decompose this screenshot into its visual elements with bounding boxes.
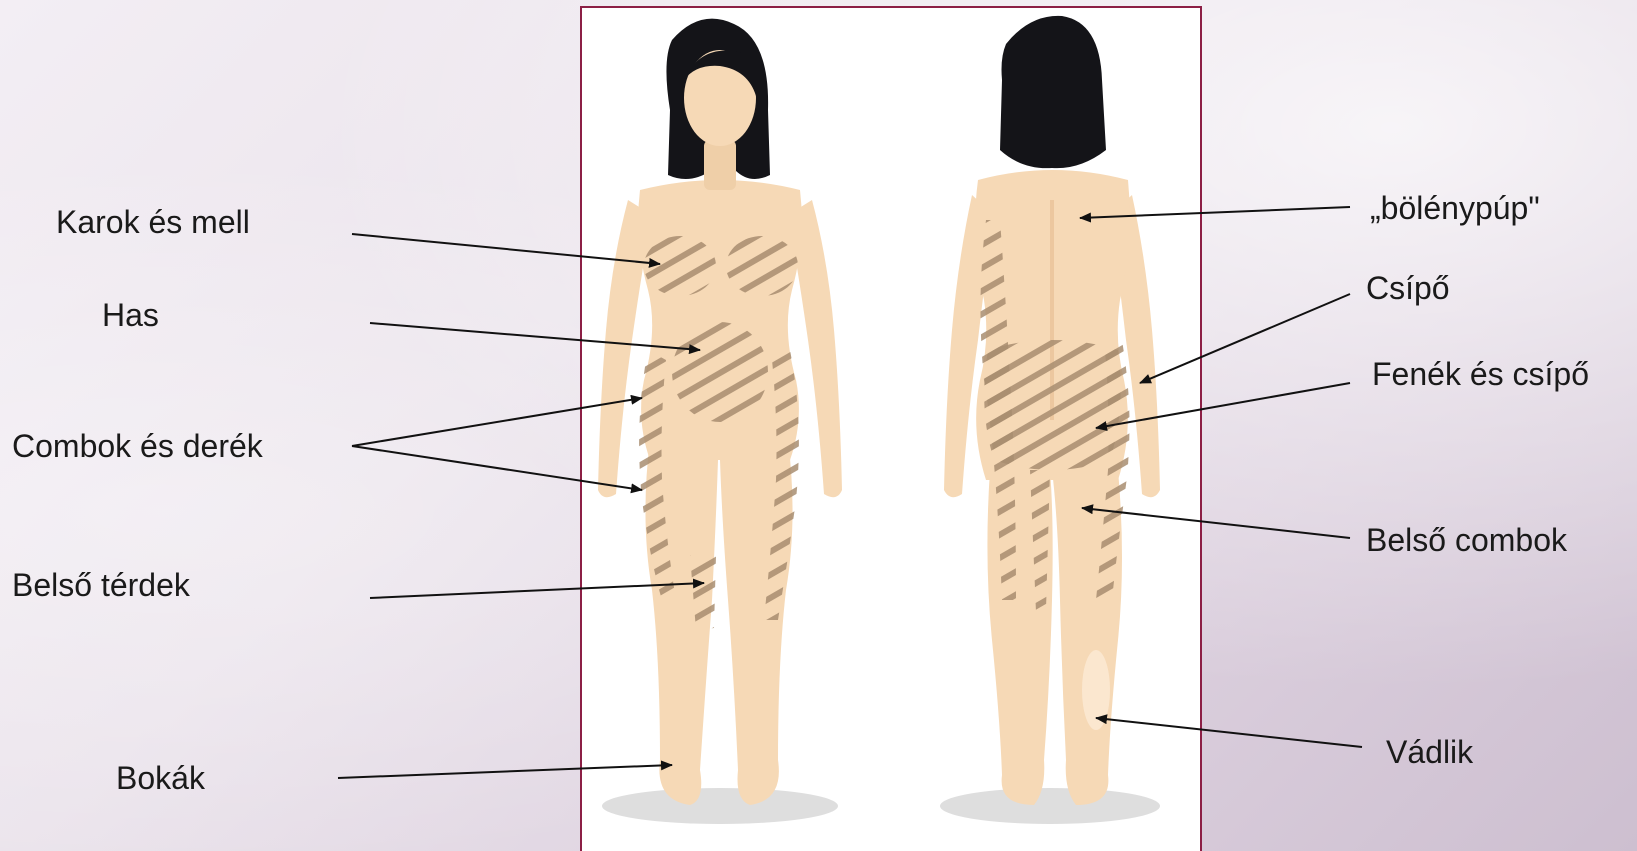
arrow-thighs-waist-upper [352, 398, 642, 446]
label-hips: Csípő [1366, 270, 1450, 306]
female-body-back-icon [940, 16, 1160, 824]
arrow-arms-chest [352, 234, 660, 264]
arrow-ankles [338, 765, 672, 778]
label-arms-chest: Karok és mell [56, 204, 250, 240]
label-inner-knees: Belső térdek [12, 567, 190, 603]
front-floor-shadow [602, 788, 838, 824]
arrow-calves [1096, 718, 1362, 747]
arrow-abdomen [370, 323, 700, 350]
label-buttocks-hips: Fenék és csípő [1372, 356, 1589, 392]
arrow-inner-thighs [1082, 508, 1350, 538]
back-hair [1000, 16, 1106, 168]
label-buffalo-hump: „bölénypúp" [1370, 190, 1540, 226]
back-zone-buttocks [984, 340, 1121, 470]
pointer-arrows [338, 207, 1362, 778]
front-zone-chest-right [726, 236, 798, 296]
female-body-front-icon [598, 19, 842, 824]
label-thighs-waist: Combok és derék [12, 428, 263, 464]
label-inner-thighs: Belső combok [1366, 522, 1567, 558]
front-zone-chest-left [644, 236, 716, 296]
label-calves: Vádlik [1386, 734, 1473, 770]
label-abdomen: Has [102, 297, 159, 333]
arrow-thighs-waist-lower [352, 446, 642, 490]
front-zone-abdomen [672, 322, 768, 422]
arrow-hips [1140, 294, 1350, 383]
back-floor-shadow [940, 788, 1160, 824]
label-ankles: Bokák [116, 760, 205, 796]
front-neck [704, 140, 736, 190]
